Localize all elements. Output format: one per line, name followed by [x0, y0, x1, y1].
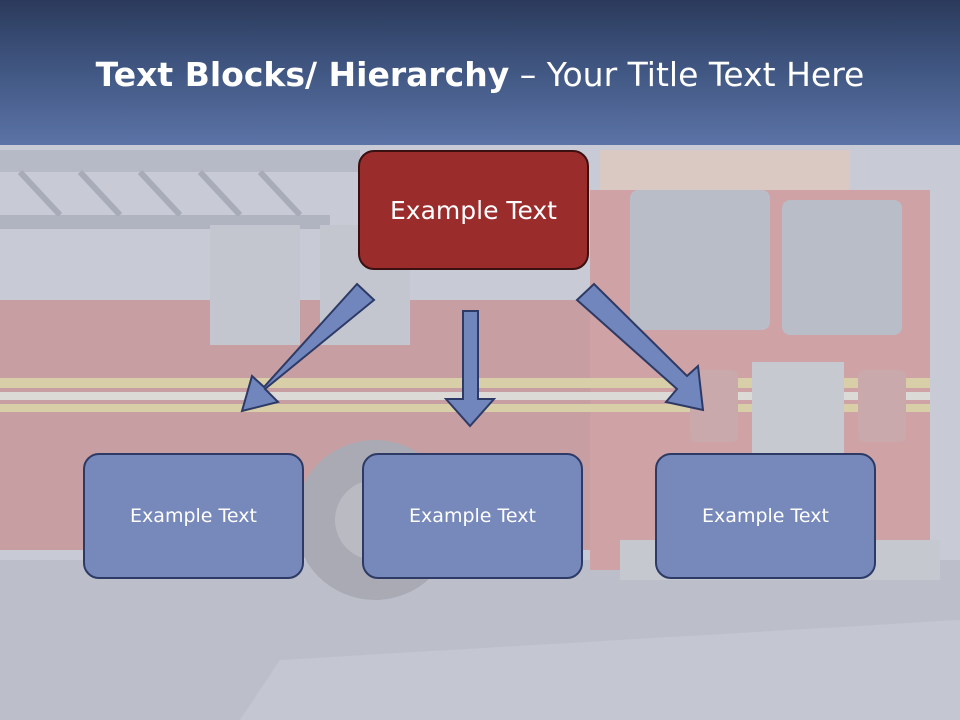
slide-title: Text Blocks/ Hierarchy – Your Title Text… — [0, 52, 960, 98]
title-bold-part: Text Blocks/ Hierarchy — [95, 55, 510, 94]
child-text-block-right[interactable]: Example Text — [655, 453, 876, 579]
child-text-block-left[interactable]: Example Text — [83, 453, 304, 579]
title-rest-part: – Your Title Text Here — [509, 55, 865, 94]
child-text-block-label: Example Text — [409, 505, 536, 527]
child-text-block-center[interactable]: Example Text — [362, 453, 583, 579]
arrow-center — [443, 310, 497, 428]
child-text-block-label: Example Text — [130, 505, 257, 527]
arrow-right — [575, 282, 705, 412]
top-text-block[interactable]: Example Text — [358, 150, 589, 270]
title-bar — [0, 0, 960, 145]
child-text-block-label: Example Text — [702, 505, 829, 527]
arrow-left — [240, 282, 376, 413]
top-text-block-label: Example Text — [390, 195, 557, 225]
